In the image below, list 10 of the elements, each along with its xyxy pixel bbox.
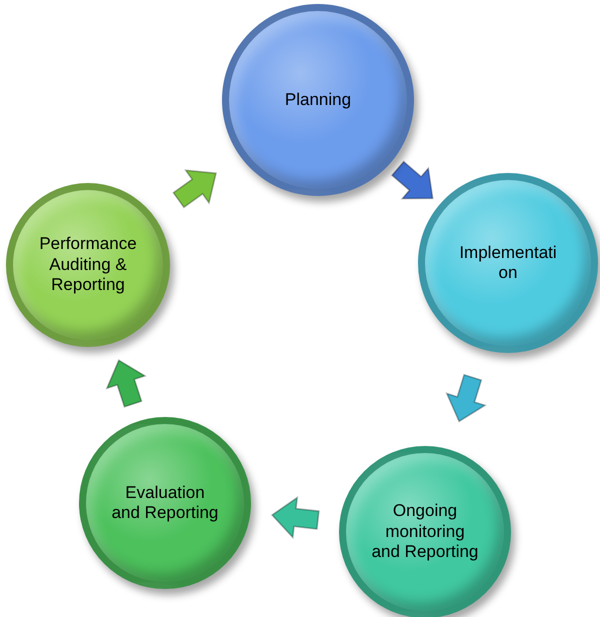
stage-label: Planning bbox=[284, 90, 352, 110]
stage-label: Evaluation and Reporting bbox=[110, 482, 220, 524]
block-arrow bbox=[172, 169, 217, 208]
block-arrow bbox=[270, 496, 320, 540]
stage-label: Implementati on bbox=[458, 242, 558, 284]
stage-label: Performance Auditing & Reporting bbox=[38, 234, 138, 296]
stage-label: Ongoing monitoring and Reporting bbox=[370, 501, 480, 563]
block-arrow bbox=[106, 359, 147, 408]
block-arrow bbox=[390, 160, 434, 200]
block-arrow bbox=[445, 374, 487, 422]
